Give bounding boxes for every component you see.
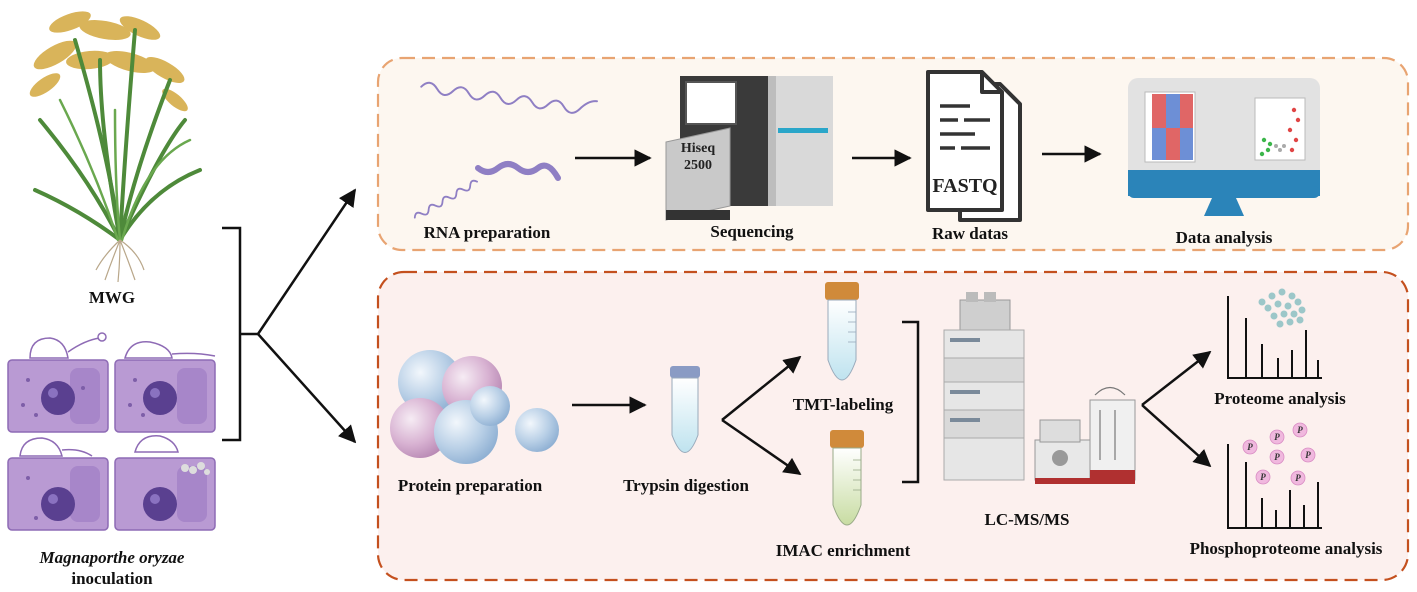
tmt-label: TMT-labeling bbox=[793, 395, 894, 414]
heatmap-thumbnail bbox=[1144, 91, 1196, 163]
lcms-label: LC-MS/MS bbox=[985, 510, 1070, 529]
phospho-marker: P bbox=[1247, 442, 1253, 452]
imac-tube-icon bbox=[830, 430, 864, 526]
proteome-spectrum-icon bbox=[1227, 288, 1322, 379]
phospho-marker: P bbox=[1305, 450, 1311, 460]
small-tube-icon bbox=[670, 366, 700, 453]
protein-label: Protein preparation bbox=[398, 476, 543, 495]
lcms-instrument-icon bbox=[943, 292, 1136, 484]
analysis-split-arrows bbox=[1141, 350, 1212, 468]
raw-data-label: Raw datas bbox=[932, 224, 1008, 243]
data-analysis-label: Data analysis bbox=[1176, 228, 1273, 247]
phospho-spectrum-icon: P P P P P P P bbox=[1227, 422, 1322, 529]
proteome-analysis-label: Proteome analysis bbox=[1214, 389, 1346, 408]
phospho-marker: P bbox=[1260, 472, 1266, 482]
split-arrows bbox=[721, 355, 802, 476]
fastq-text: FASTQ bbox=[932, 175, 997, 197]
rna-strand-icon bbox=[413, 81, 598, 219]
merge-bracket bbox=[902, 320, 920, 484]
infected-cells-icon bbox=[7, 332, 216, 531]
sequencing-label: Sequencing bbox=[710, 222, 794, 241]
phospho-marker: P bbox=[1297, 425, 1303, 435]
phospho-marker: P bbox=[1274, 452, 1280, 462]
trypsin-label: Trypsin digestion bbox=[623, 476, 749, 495]
plant-label: MWG bbox=[89, 288, 135, 307]
phospho-marker: P bbox=[1274, 432, 1280, 442]
phospho-marker: P bbox=[1295, 473, 1301, 483]
rna-label: RNA preparation bbox=[424, 223, 551, 242]
fastq-file-icon bbox=[926, 70, 1022, 222]
monitor-icon bbox=[1128, 78, 1320, 216]
proteome-panel bbox=[376, 270, 1410, 582]
imac-label: IMAC enrichment bbox=[776, 541, 911, 560]
sequencer-icon: Hiseq 2500 bbox=[665, 76, 833, 221]
volcano-plot-thumbnail bbox=[1254, 97, 1306, 161]
inoculation-label: inoculation bbox=[71, 569, 153, 588]
tmt-tube-icon bbox=[825, 282, 859, 381]
seq-machine-line2: 2500 bbox=[684, 158, 712, 173]
pathogen-label: Magnaporthe oryzae bbox=[39, 548, 185, 567]
phosphoproteome-label: Phosphoproteome analysis bbox=[1190, 539, 1383, 558]
split-connector bbox=[222, 188, 357, 444]
rice-plant-icon bbox=[29, 11, 202, 283]
protein-spheres-icon bbox=[390, 350, 559, 464]
seq-machine-line1: Hiseq bbox=[681, 141, 715, 156]
